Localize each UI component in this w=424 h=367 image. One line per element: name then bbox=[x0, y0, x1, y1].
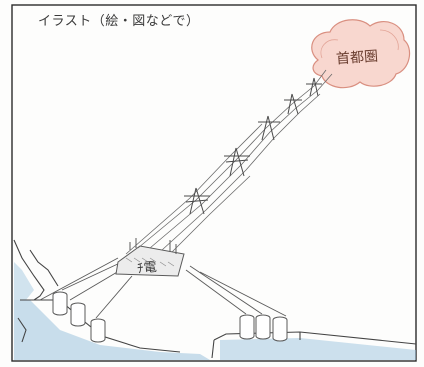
left-storage-tanks bbox=[52, 291, 106, 343]
panel-frame bbox=[11, 4, 417, 362]
sketch-hatching bbox=[125, 257, 175, 267]
transmission-towers bbox=[184, 77, 322, 215]
pipelines bbox=[39, 257, 287, 319]
water-area bbox=[14, 262, 416, 360]
destination-cloud bbox=[311, 19, 411, 89]
panel-title: イラスト（絵・図などで） bbox=[38, 14, 200, 29]
destination-label: 首都圏 bbox=[335, 48, 379, 68]
transmission-lines bbox=[125, 69, 333, 255]
right-storage-tanks bbox=[239, 314, 288, 342]
power-station-label: ﾁ電 bbox=[136, 260, 158, 277]
power-station-platform bbox=[115, 238, 185, 277]
